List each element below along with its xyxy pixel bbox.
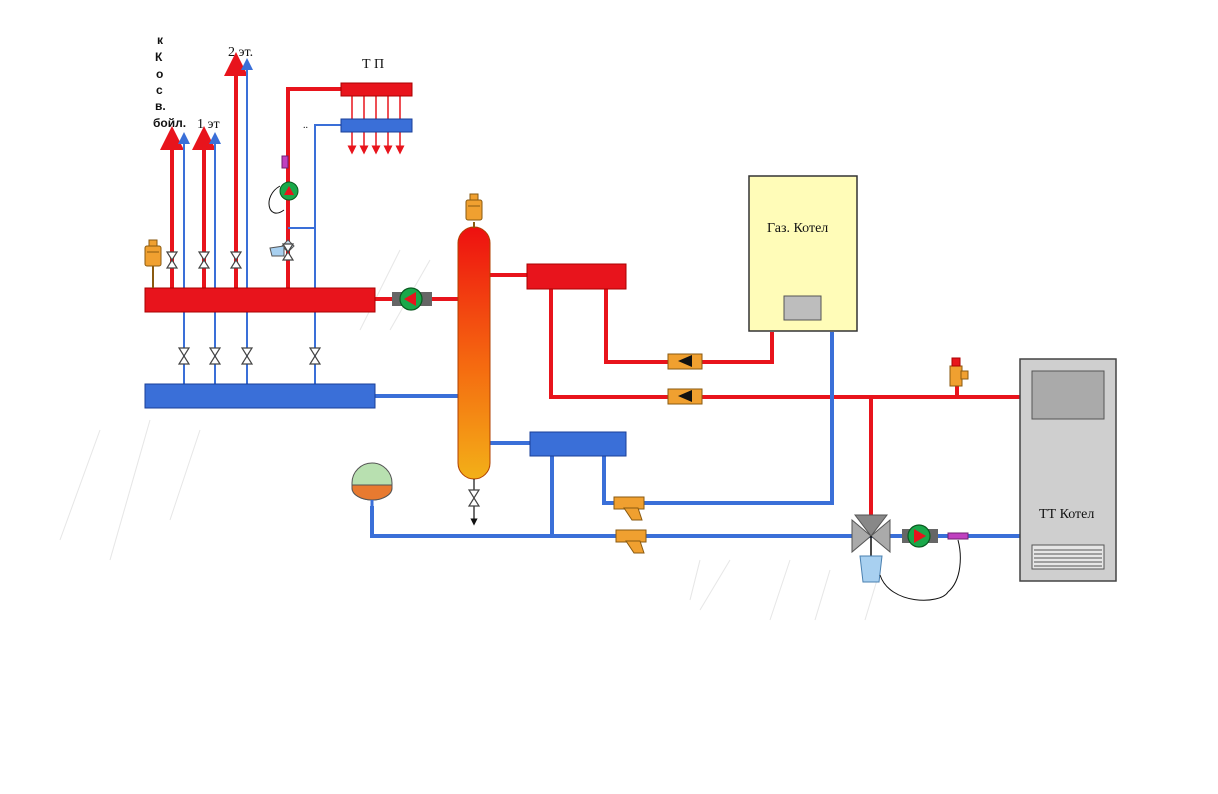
tt-boiler-door <box>1031 370 1105 420</box>
kk-boiler-label: к К о с в. бойл. <box>153 33 186 130</box>
filter-icon <box>613 496 645 521</box>
mixing-actuator-icon <box>269 245 285 257</box>
manifold-air-vent-icon <box>144 239 162 267</box>
tt-boiler <box>1019 358 1117 582</box>
kk-label-line: бойл. <box>153 116 186 130</box>
kk-label-line: с <box>156 83 163 97</box>
expansion-tank-icon <box>351 462 393 506</box>
gas-boiler <box>748 175 858 332</box>
tp-cold-manifold <box>340 118 413 133</box>
kk-label-line: К <box>155 50 163 64</box>
temp-sensor-icon <box>947 532 969 540</box>
hydraulic-separator <box>457 226 491 480</box>
floor2-label: 2 эт. <box>228 45 253 60</box>
tp-mixing-unit <box>268 155 299 261</box>
blue-header <box>529 431 627 457</box>
hot-manifold <box>144 287 376 313</box>
red-header <box>526 263 627 290</box>
tt-boiler-grille <box>1031 544 1105 570</box>
cold-pipes <box>370 332 1020 538</box>
kk-label-line: к <box>157 33 164 47</box>
tt-boiler-label: ТТ Котел <box>1039 507 1094 522</box>
three-way-valve-icon <box>851 514 961 601</box>
gas-boiler-display <box>783 295 822 321</box>
floor1-label: 1 эт <box>197 117 220 132</box>
gas-boiler-label: Газ. Котел <box>767 221 828 236</box>
main-pump-icon <box>392 287 432 311</box>
kk-label-line: о <box>156 67 163 81</box>
drain-valve-icon <box>468 489 480 507</box>
separator-air-vent-icon <box>465 193 483 221</box>
filter-icon <box>615 529 647 554</box>
check-valve-icon <box>667 388 703 405</box>
safety-valve-icon <box>949 357 969 387</box>
tp-hot-manifold <box>340 82 413 97</box>
thermo-head-icon <box>281 155 289 169</box>
cold-risers <box>178 58 342 384</box>
tp-label: Т П <box>362 57 384 72</box>
check-valve-icon <box>667 353 703 370</box>
cold-manifold <box>144 383 376 409</box>
kk-label-line: в. <box>155 99 166 113</box>
dots-label: .. <box>303 120 308 131</box>
tt-pump-icon <box>902 524 938 548</box>
